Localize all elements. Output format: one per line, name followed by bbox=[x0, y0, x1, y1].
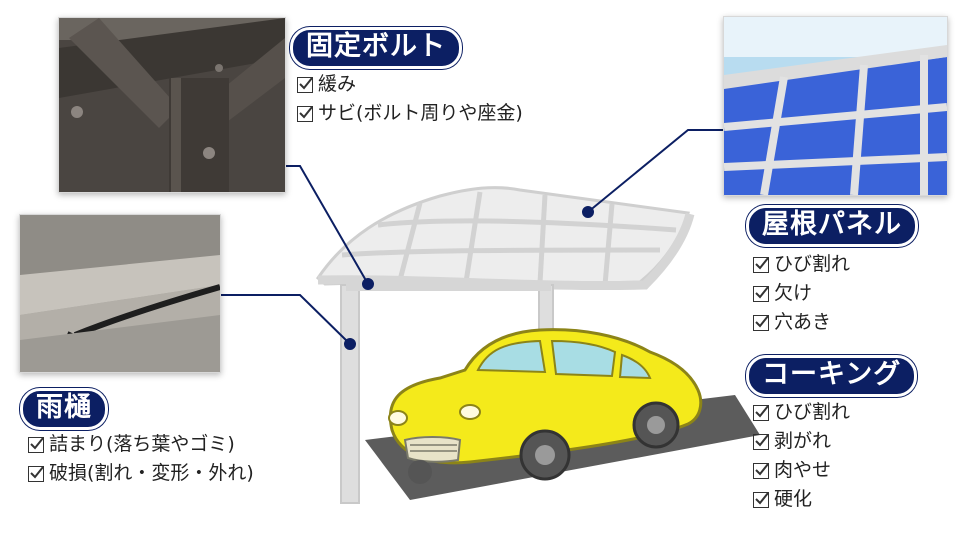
checked-box-icon bbox=[753, 492, 769, 508]
roof-panel-photo bbox=[723, 16, 948, 196]
checked-box-icon bbox=[753, 463, 769, 479]
checklist-item: 詰まり(落ち葉やゴミ) bbox=[28, 430, 254, 459]
bolt-photo bbox=[58, 17, 286, 193]
checklist-item-label: 詰まり(落ち葉やゴミ) bbox=[49, 433, 235, 455]
bolt-checklist: 緩み サビ(ボルト周りや座金) bbox=[297, 70, 523, 128]
checklist-item-label: 硬化 bbox=[774, 488, 813, 510]
panel-checklist: ひび割れ 欠け 穴あき bbox=[753, 250, 850, 337]
carport-roof bbox=[316, 186, 695, 291]
checklist-item-label: ひび割れ bbox=[774, 253, 851, 275]
gutter-title-badge: 雨樋 bbox=[20, 388, 108, 430]
checked-box-icon bbox=[753, 405, 769, 421]
checklist-item-label: サビ(ボルト周りや座金) bbox=[318, 102, 523, 124]
checked-box-icon bbox=[297, 106, 313, 122]
checklist-item: 剥がれ bbox=[753, 427, 850, 456]
checklist-item: ひび割れ bbox=[753, 398, 850, 427]
checked-box-icon bbox=[753, 286, 769, 302]
checklist-item: 欠け bbox=[753, 279, 850, 308]
checklist-item: サビ(ボルト周りや座金) bbox=[297, 99, 523, 128]
carport-beam bbox=[346, 283, 551, 291]
caulking-checklist: ひび割れ 剥がれ 肉やせ 硬化 bbox=[753, 398, 850, 514]
checklist-item-label: 剥がれ bbox=[774, 430, 832, 452]
checklist-item-label: 欠け bbox=[774, 282, 813, 304]
connector-lines bbox=[219, 129, 723, 350]
checklist-item: 肉やせ bbox=[753, 456, 850, 485]
checklist-item: 破損(割れ・変形・外れ) bbox=[28, 459, 254, 488]
carport-post-front bbox=[340, 284, 360, 504]
car-illustration bbox=[388, 328, 703, 484]
checklist-item: 穴あき bbox=[753, 308, 850, 337]
checked-box-icon bbox=[297, 77, 313, 93]
checked-box-icon bbox=[28, 466, 44, 482]
caulking-title-badge: コーキング bbox=[746, 355, 918, 397]
checked-box-icon bbox=[753, 315, 769, 331]
gutter-checklist: 詰まり(落ち葉やゴミ) 破損(割れ・変形・外れ) bbox=[28, 430, 254, 488]
checklist-item-label: 肉やせ bbox=[774, 459, 832, 481]
checklist-item: 硬化 bbox=[753, 485, 850, 514]
checklist-item-label: 穴あき bbox=[774, 311, 832, 333]
checklist-item-label: ひび割れ bbox=[774, 401, 851, 423]
checklist-item-label: 緩み bbox=[318, 73, 357, 95]
panel-title-badge: 屋根パネル bbox=[746, 205, 918, 247]
checked-box-icon bbox=[753, 434, 769, 450]
checked-box-icon bbox=[753, 257, 769, 273]
checklist-item: ひび割れ bbox=[753, 250, 850, 279]
bolt-title-badge: 固定ボルト bbox=[290, 27, 462, 69]
gutter-photo bbox=[19, 214, 221, 373]
checklist-item: 緩み bbox=[297, 70, 523, 99]
checked-box-icon bbox=[28, 437, 44, 453]
checklist-item-label: 破損(割れ・変形・外れ) bbox=[49, 462, 254, 484]
